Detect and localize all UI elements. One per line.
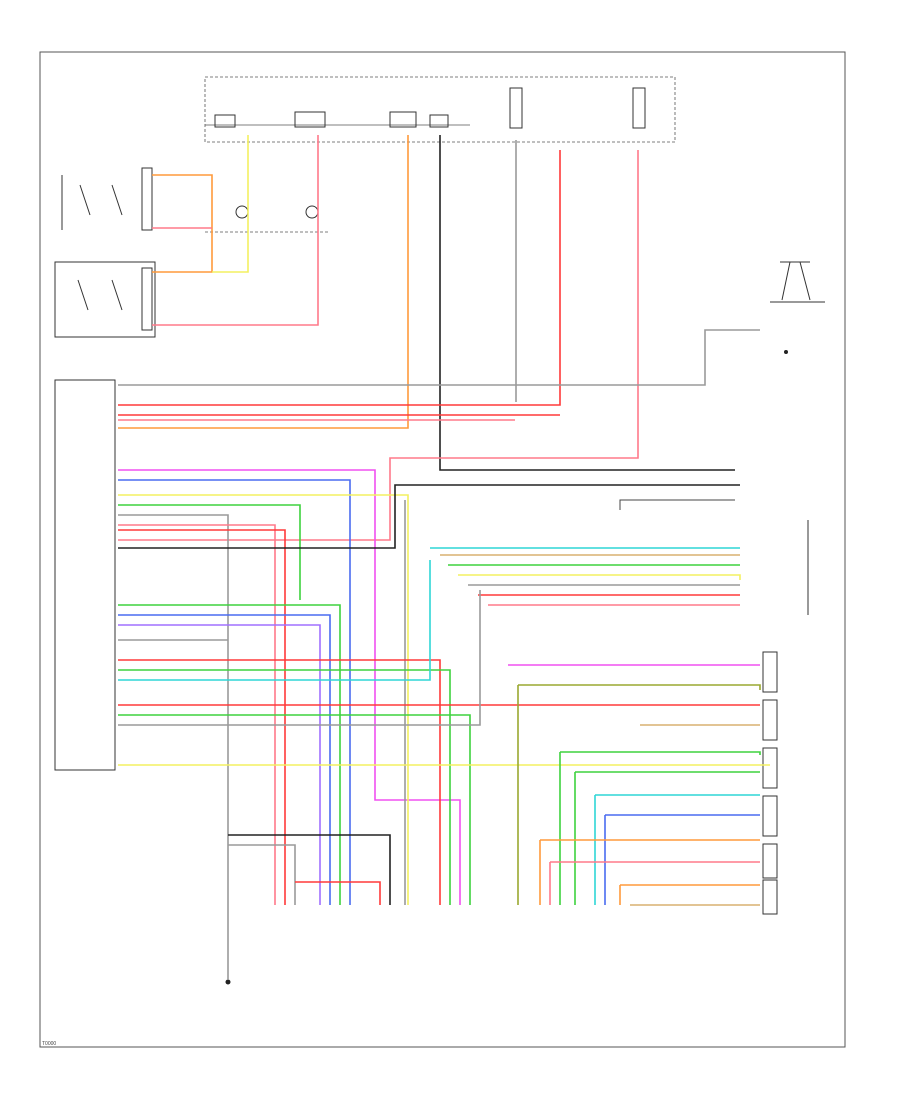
steering-switch-box	[54, 261, 156, 338]
speaker-left-front-door	[762, 699, 778, 741]
fuse-3	[389, 111, 417, 128]
wire-blue-13	[118, 479, 351, 905]
lamp-2-icon	[305, 205, 319, 219]
wire-gray-37	[118, 590, 481, 726]
wire-green-43	[574, 771, 760, 905]
wire-pink-17	[118, 524, 276, 905]
fuse-2	[294, 111, 326, 128]
wire-pink-3	[152, 135, 319, 326]
antenna-leg-1	[781, 261, 791, 301]
wire-green-28	[118, 604, 341, 905]
wire-violet-30	[118, 624, 321, 905]
speaker-right-front-door	[762, 651, 778, 693]
diagram-footer-code: T0000	[42, 1041, 56, 1047]
steering-connector	[141, 267, 153, 331]
switch-contact-2	[111, 184, 123, 216]
wire-cyan-44	[594, 794, 760, 905]
wire-red-7	[118, 150, 561, 406]
steering-switch-contact-2	[111, 279, 123, 311]
ground-point-icon	[225, 979, 231, 985]
switch-connector	[141, 167, 153, 231]
wire-gray-51	[228, 844, 296, 905]
diagram-frame	[39, 51, 846, 1048]
wire-blue-45	[604, 814, 760, 905]
antenna-leg-2	[799, 261, 811, 301]
wire-pink-49	[549, 861, 760, 905]
wire-red-52	[295, 881, 381, 905]
wire-orange-47	[619, 884, 760, 905]
speaker-left-rear	[762, 747, 778, 789]
wire-group	[118, 135, 770, 980]
wire-magenta-12	[118, 469, 461, 905]
amp-header-line	[619, 499, 735, 510]
wire-green-42	[559, 751, 761, 905]
wire-yellow-2	[212, 135, 249, 273]
antenna-ground-dot	[784, 350, 788, 354]
wire-black-5	[439, 135, 735, 471]
wire-green-36	[118, 714, 471, 905]
switch-contact-1	[79, 184, 91, 216]
wire-blue-29	[118, 614, 331, 905]
wire-gray-16	[118, 514, 229, 980]
wire-orange-46	[539, 839, 760, 905]
wire-yellow-24	[458, 574, 741, 580]
wire-gray-9	[118, 329, 760, 386]
fuse-5	[509, 87, 523, 129]
wire-red-18	[118, 529, 286, 905]
lamp-1-icon	[235, 205, 249, 219]
wire-green-15	[118, 504, 301, 600]
fuse-4	[429, 114, 449, 128]
fuse-1	[214, 114, 236, 128]
wire-olive-40	[517, 684, 761, 905]
wire-cyan-34	[118, 560, 431, 681]
steering-switch-contact-1	[77, 279, 89, 311]
wire-green-33	[118, 669, 451, 905]
speaker-right-rear	[762, 795, 778, 837]
fuse-6	[632, 87, 646, 129]
wire-yellow-14	[118, 494, 409, 905]
wire-red-32	[118, 659, 441, 905]
wire-orange-0	[152, 174, 213, 273]
wire-orange-4	[118, 135, 409, 429]
radio-module	[54, 379, 116, 771]
speaker-right-instrument-panel	[762, 879, 778, 915]
wire-black-19	[118, 484, 740, 549]
speaker-stack	[762, 651, 778, 915]
speaker-left-instrument-panel	[762, 843, 778, 879]
wire-black-50	[228, 834, 391, 905]
fuse-box-dashed	[204, 76, 676, 143]
